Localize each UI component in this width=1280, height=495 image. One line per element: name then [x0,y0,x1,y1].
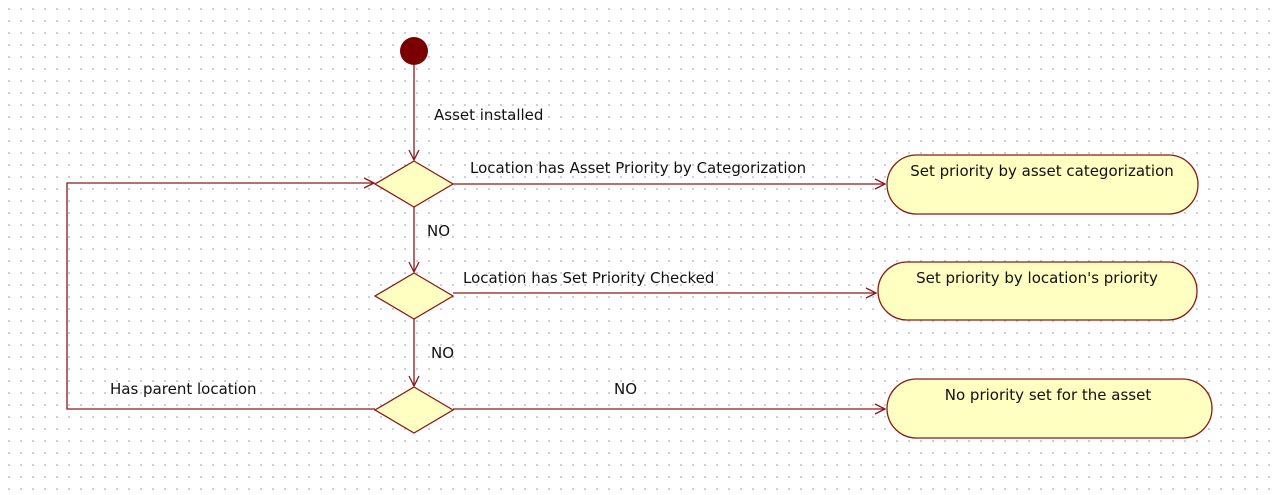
decision-node-2[interactable] [373,272,455,320]
label-no-2: NO [431,344,454,362]
edge-loop-parent-location[interactable] [66,183,375,410]
start-node[interactable] [400,37,428,65]
label-no-3: NO [614,380,637,398]
label-location-asset-priority: Location has Asset Priority by Categoriz… [470,159,806,177]
action-node-no-priority[interactable]: No priority set for the asset [886,378,1213,439]
label-asset-installed: Asset installed [434,106,543,124]
action-label-categorization: Set priority by asset categorization [910,162,1174,180]
action-label-no-priority: No priority set for the asset [945,386,1152,404]
label-no-1: NO [427,222,450,240]
label-location-set-priority: Location has Set Priority Checked [463,269,714,287]
action-node-set-by-categorization[interactable]: Set priority by asset categorization [886,154,1199,215]
decision-node-3[interactable] [373,386,455,434]
action-node-set-by-location[interactable]: Set priority by location's priority [877,261,1198,321]
label-has-parent-location: Has parent location [110,380,257,398]
action-label-location: Set priority by location's priority [916,269,1158,287]
decision-node-1[interactable] [373,160,455,208]
